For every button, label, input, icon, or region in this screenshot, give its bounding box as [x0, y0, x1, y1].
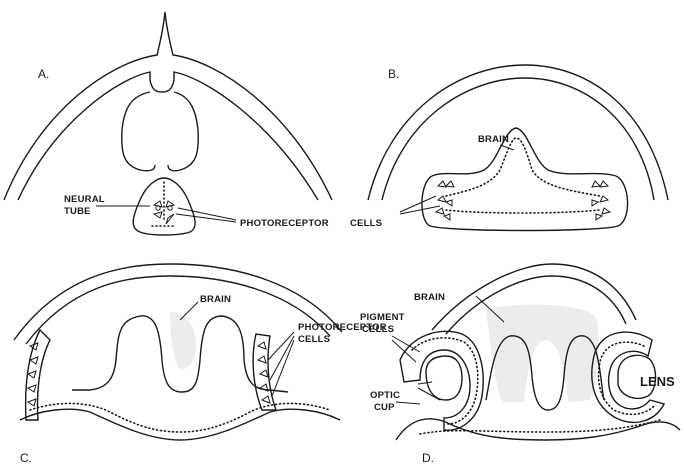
- panel-a: A. NEURAL TUBE PHOTORECEPTOR: [4, 12, 332, 235]
- panel-c: C. BRAIN PHOTORECEPTOR CELLS: [14, 264, 387, 463]
- panel-b-letter: B.: [388, 67, 399, 81]
- panel-c-photoreceptor-cells-left: [28, 343, 38, 406]
- panel-c-photoreceptor-label-2: CELLS: [298, 334, 330, 345]
- panel-a-letter: A.: [38, 67, 49, 81]
- panel-a-photoreceptor-cells: [154, 201, 174, 224]
- panel-d-pigment-label-1: PIGMENT: [360, 312, 405, 323]
- panel-d-optic-label-2: CUP: [374, 402, 395, 413]
- panel-d-brain-shading: [486, 304, 599, 402]
- panel-b-brain-label: BRAIN: [478, 134, 509, 145]
- panel-c-brain-label: BRAIN: [200, 294, 231, 305]
- panel-a-stalk: [122, 92, 155, 171]
- panel-a-outer-wall: [4, 12, 332, 200]
- panel-a-photoreceptor-label: PHOTORECEPTOR: [240, 218, 329, 229]
- panel-c-lower-outline: [20, 409, 340, 440]
- panel-d-lens-label: LENS: [640, 374, 675, 389]
- panel-a-neural-label-1: NEURAL: [64, 194, 105, 205]
- panel-c-brain-leader: [180, 302, 198, 320]
- panel-a-inner-wall: [18, 72, 318, 200]
- panel-d: D. BRAIN PIGMENT CELLS OPTIC CUP LENS: [360, 264, 680, 463]
- panel-b-cells-leader: [400, 196, 440, 214]
- panel-b-brain-canal: [446, 138, 600, 213]
- panel-b: B. BRAIN CELLS: [350, 65, 668, 231]
- panel-c-lower-dots: [30, 403, 330, 432]
- panel-d-cells-left: [412, 338, 478, 424]
- panel-a-stalk-right: [168, 92, 198, 171]
- panel-b-photoreceptor-cells-left: [436, 181, 454, 220]
- panel-d-brain-label: BRAIN: [414, 292, 445, 303]
- panel-d-optic-leader: [396, 402, 420, 404]
- panel-a-photo-leaders: [176, 208, 236, 222]
- panel-d-pigment-label-2: CELLS: [362, 324, 394, 335]
- panel-c-letter: C.: [20, 451, 32, 463]
- panel-b-outer-wall: [368, 65, 668, 200]
- panel-d-lens-left: [426, 356, 462, 400]
- panel-b-brain-outline: [422, 128, 628, 231]
- panel-c-brain-shading: [170, 312, 196, 369]
- panel-a-neural-label-2: TUBE: [64, 206, 91, 217]
- panel-c-photo-leaders: [268, 332, 294, 396]
- panel-b-photoreceptor-cells-right: [592, 181, 610, 220]
- panel-d-optic-cup-left: [400, 331, 483, 430]
- panel-b-brain-leader: [500, 145, 514, 150]
- panel-d-optic-label-1: OPTIC: [370, 390, 400, 401]
- panel-d-letter: D.: [422, 451, 434, 463]
- panel-b-cells-label: CELLS: [350, 218, 382, 229]
